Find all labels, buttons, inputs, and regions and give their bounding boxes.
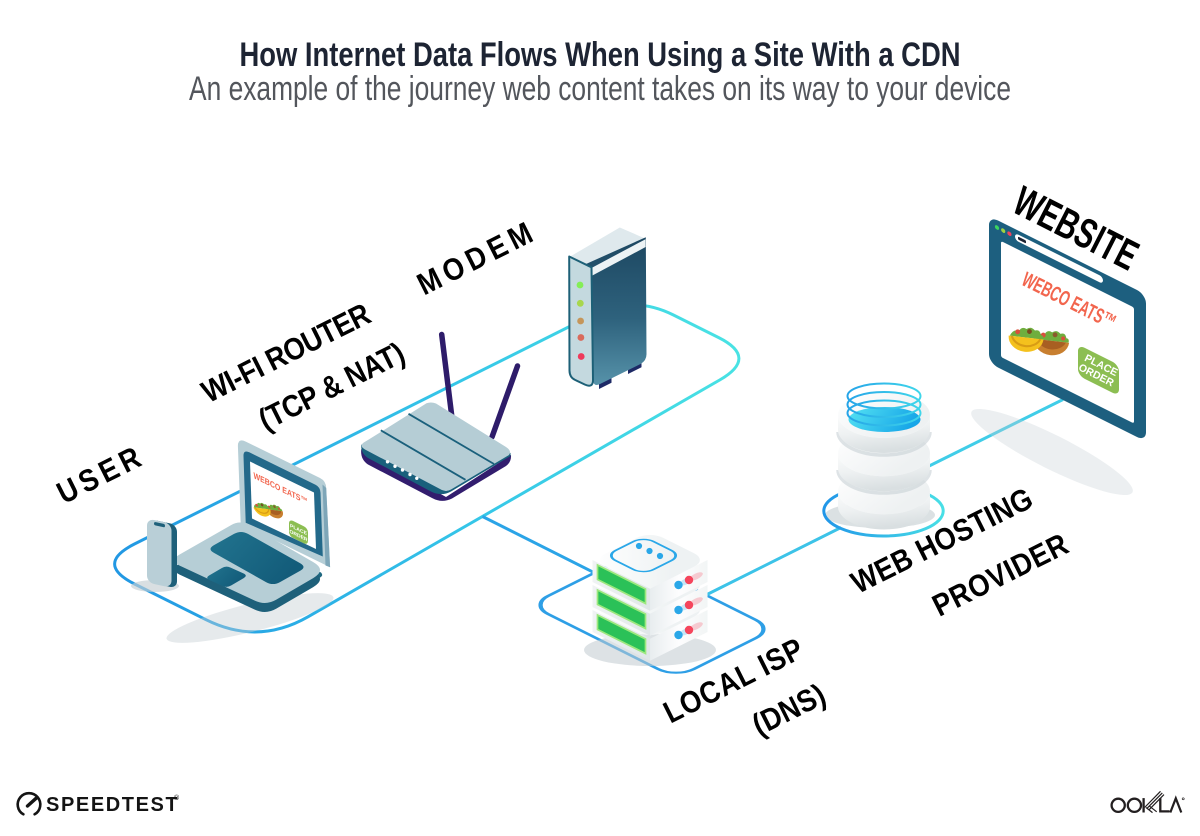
svg-text:®: ® xyxy=(174,794,180,802)
svg-text:An example of the journey web: An example of the journey web content ta… xyxy=(189,70,1011,108)
svg-text:How Internet Data Flows When U: How Internet Data Flows When Using a Sit… xyxy=(240,36,961,74)
svg-text:USER: USER xyxy=(52,441,147,511)
svg-text:MODEM: MODEM xyxy=(412,217,538,303)
svg-text:SPEEDTEST: SPEEDTEST xyxy=(46,794,179,816)
svg-text:(DNS): (DNS) xyxy=(747,678,831,743)
